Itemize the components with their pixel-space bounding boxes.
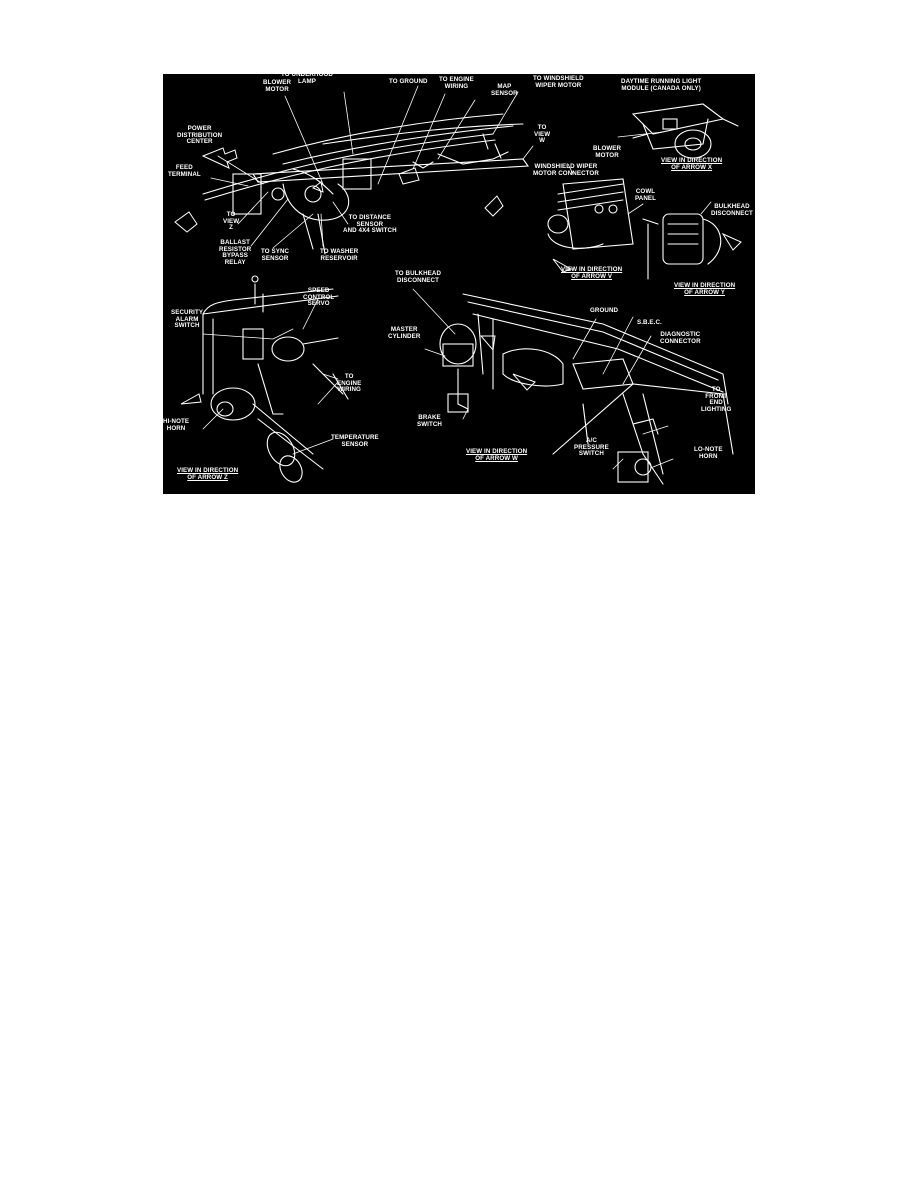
label-to-distance-sensor: TO DISTANCE SENSOR AND 4x4 SWITCH <box>343 214 397 235</box>
view-w-leader-lines <box>412 288 674 470</box>
label-cowl-panel: COWL PANEL <box>635 188 657 202</box>
label-to-washer-reservoir: TO WASHER RESERVOIR <box>320 248 359 262</box>
label-lo-note-horn: LO-NOTE HORN <box>694 446 723 460</box>
view-y-illustration <box>642 201 722 280</box>
caption-view-arrow-x: VIEW IN DIRECTION OF ARROW X <box>661 157 723 171</box>
wiring-diagram-figure: TO UNDERHOOD LAMP BLOWER MOTOR TO GROUND… <box>163 74 755 494</box>
label-speed-control-servo: SPEED CONTROL SERVO <box>303 287 335 308</box>
direction-arrows <box>174 147 742 405</box>
view-z-illustration <box>202 275 349 483</box>
label-feed-terminal: FEED TERMINAL <box>168 164 201 178</box>
label-power-distribution-center: POWER DISTRIBUTION CENTER <box>177 125 223 146</box>
label-ground: GROUND <box>590 307 619 314</box>
label-to-ground: TO GROUND <box>389 78 428 85</box>
label-ballast-resistor-bypass-relay: BALLAST RESISTOR BYPASS RELAY <box>219 239 252 266</box>
label-temperature-sensor: TEMPERATURE SENSOR <box>331 434 379 448</box>
caption-view-arrow-z: VIEW IN DIRECTION OF ARROW Z <box>177 467 239 481</box>
label-to-windshield-wiper-motor: TO WINDSHIELD WIPER MOTOR <box>533 75 584 89</box>
caption-view-arrow-y: VIEW IN DIRECTION OF ARROW Y <box>674 282 736 296</box>
view-w-illustration <box>439 293 734 485</box>
label-security-alarm-switch: SECURITY ALARM SWITCH <box>171 309 204 330</box>
label-drl-module: DAYTIME RUNNING LIGHT MODULE (CANADA ONL… <box>621 78 702 92</box>
caption-view-arrow-v: VIEW IN DIRECTION OF ARROW V <box>561 266 623 280</box>
label-windshield-wiper-motor-connector: WINDSHIELD WIPER MOTOR CONNECTOR <box>533 163 599 177</box>
label-blower-motor: BLOWER MOTOR <box>263 79 292 93</box>
label-to-engine-wiring-top: TO ENGINE WIRING <box>439 76 474 90</box>
view-x-illustration <box>617 103 739 159</box>
label-master-cylinder: MASTER CYLINDER <box>388 326 421 340</box>
label-bulkhead-disconnect: BULKHEAD DISCONNECT <box>711 203 753 217</box>
label-to-view-w: TO VIEW W <box>534 124 551 145</box>
label-to-underhood-lamp: TO UNDERHOOD LAMP <box>281 74 333 85</box>
label-map-sensor: MAP SENSOR <box>491 83 518 97</box>
label-blower-motor-x: BLOWER MOTOR <box>593 145 622 159</box>
label-to-front-end-lighting: TO FRONT END LIGHTING <box>701 386 732 413</box>
label-ac-pressure-switch: A/C PRESSURE SWITCH <box>574 437 609 458</box>
label-to-engine-wiring-z: TO ENGINE WIRING <box>337 373 362 394</box>
caption-view-arrow-w: VIEW IN DIRECTION OF ARROW W <box>466 448 528 462</box>
label-sbec: S.B.E.C. <box>637 319 662 326</box>
engine-compartment-line-art <box>174 85 742 485</box>
label-hi-note-horn: HI-NOTE HORN <box>163 418 190 432</box>
label-brake-switch: BRAKE SWITCH <box>417 414 443 428</box>
main-view-leader-lines <box>210 85 534 249</box>
label-to-bulkhead-disconnect: TO BULKHEAD DISCONNECT <box>395 270 442 284</box>
view-v-illustration <box>547 163 644 250</box>
label-to-view-z: TO VIEW Z <box>223 211 240 232</box>
label-diagnostic-connector: DIAGNOSTIC CONNECTOR <box>660 331 701 345</box>
label-to-sync-sensor: TO SYNC SENSOR <box>261 248 290 262</box>
